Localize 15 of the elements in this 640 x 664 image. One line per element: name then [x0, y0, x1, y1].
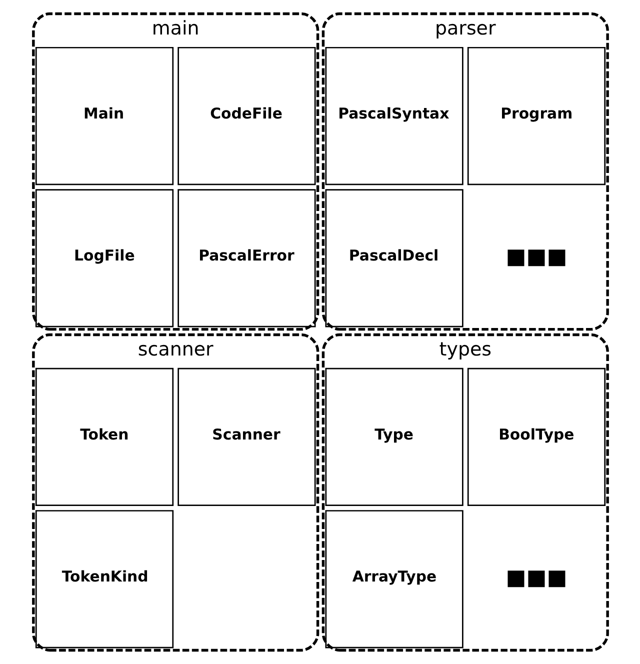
node-box: BoolType [466, 368, 606, 506]
node-box: PascalDecl [324, 189, 463, 328]
node-box: CodeFile [177, 46, 316, 186]
node-box: Type [324, 368, 463, 506]
node-box: PascalSyntax [324, 46, 463, 186]
node-box: LogFile [34, 189, 174, 328]
node-box: Scanner [177, 368, 316, 506]
node-box: Main [34, 46, 174, 186]
node-box: Program [466, 46, 606, 186]
node-text: ■■■ [505, 565, 567, 590]
node-box: PascalError [177, 189, 316, 328]
node-text: ■■■ [505, 244, 567, 270]
node-box: TokenKind [34, 510, 174, 648]
node-box: ArrayType [324, 510, 463, 648]
node-box: Token [34, 368, 174, 506]
